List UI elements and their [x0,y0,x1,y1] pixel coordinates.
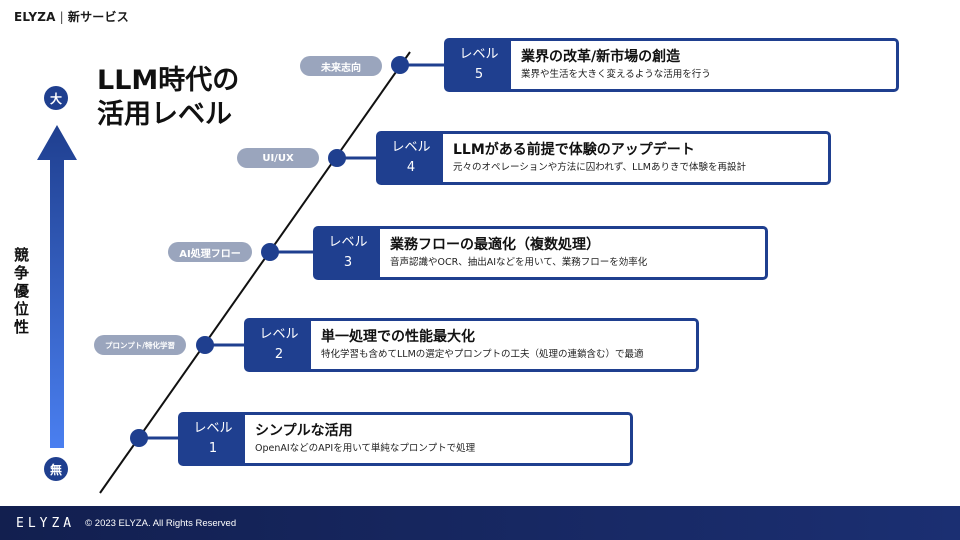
level-badge: レベル 5 [447,41,511,89]
level-card-3: レベル 3 業務フローの最適化（複数処理） 音声認識やOCR、抽出AIなどを用い… [313,226,768,280]
level-4-dot [328,149,346,167]
axis-bottom-bubble: 無 [44,457,68,481]
level-description: 元々のオペレーションや方法に囚われず、LLMありきで体験を再設計 [453,162,746,173]
level-number: 3 [343,255,353,270]
footer-copyright: © 2023 ELYZA. All Rights Reserved [85,517,237,529]
page-title-line2: 活用レベル [97,99,232,130]
level-badge: レベル 3 [316,229,380,277]
level-number: 2 [274,347,284,362]
level-card-5: レベル 5 業界の改革/新市場の創造 業界や生活を大きく変えるような活用を行う [444,38,899,92]
level-badge: レベル 1 [181,415,245,463]
tag-level-4: UI/UX [237,148,319,168]
level-card-2: レベル 2 単一処理での性能最大化 特化学習も含めてLLMの選定やプロンプトの工… [244,318,699,372]
header-brand: ELYZA [14,10,56,24]
level-label: レベル [193,421,233,436]
level-heading: 業界の改革/新市場の創造 [521,49,681,65]
diagonal-line [99,51,411,494]
level-number: 1 [208,441,218,456]
header-separator: | [59,10,64,24]
tag-level-3: AI処理フロー [168,242,252,262]
level-heading: 単一処理での性能最大化 [321,329,475,345]
level-number: 5 [474,67,484,82]
level-heading: LLMがある前提で体験のアップデート [453,142,695,158]
level-description: 特化学習も含めてLLMの選定やプロンプトの工夫（処理の連鎖含む）で最適 [321,349,644,360]
level-badge: レベル 4 [379,134,443,182]
axis-label: 競争優位性 [14,246,30,336]
tag-level-5: 未来志向 [300,56,382,76]
level-number: 4 [406,160,416,175]
level-badge: レベル 2 [247,321,311,369]
level-description: 業界や生活を大きく変えるような活用を行う [521,69,711,80]
level-label: レベル [259,327,299,342]
level-label: レベル [328,235,368,250]
header-section: 新サービス [67,10,129,24]
level-2-dot [196,336,214,354]
axis-bottom-label: 無 [49,462,62,477]
level-description: 音声認識やOCR、抽出AIなどを用いて、業務フローを効率化 [390,257,648,268]
level-label: レベル [391,140,431,155]
level-card-1: レベル 1 シンプルな活用 OpenAIなどのAPIを用いて単純なプロンプトで処… [178,412,633,466]
axis-top-label: 大 [49,91,62,106]
level-5-dot [391,56,409,74]
level-card-4: レベル 4 LLMがある前提で体験のアップデート 元々のオペレーションや方法に囚… [376,131,831,185]
level-heading: シンプルな活用 [255,423,353,439]
axis-arrow [37,125,77,448]
header: ELYZA|新サービス [14,8,129,25]
footer: ELYZA © 2023 ELYZA. All Rights Reserved [0,506,960,540]
level-heading: 業務フローの最適化（複数処理） [390,237,600,253]
page-title-line1: LLM時代の [97,65,240,96]
axis-top-bubble: 大 [44,86,68,110]
page-title: LLM時代の 活用レベル [97,64,239,132]
level-label: レベル [459,47,499,62]
level-1-dot [130,429,148,447]
footer-logo: ELYZA [16,515,76,531]
level-3-dot [261,243,279,261]
level-description: OpenAIなどのAPIを用いて単純なプロンプトで処理 [255,443,476,454]
tag-level-2: プロンプト/特化学習 [94,335,186,355]
